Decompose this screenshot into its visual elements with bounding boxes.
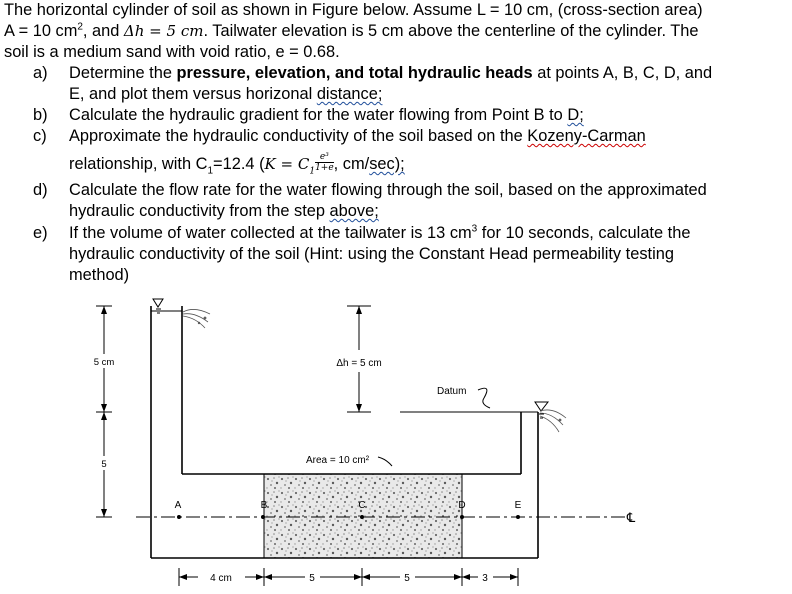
item-c-line2-u: sec); (369, 155, 405, 173)
frac-numerator: e³ (315, 152, 334, 164)
apparatus-walls (150, 306, 539, 559)
item-e-sup: 3 (471, 223, 478, 235)
overflow-spray-icon (182, 309, 211, 329)
item-c-line-1: Approximate the hydraulic conductivity o… (69, 126, 646, 147)
datum-leader (477, 387, 491, 409)
bottom-arrows (179, 574, 518, 580)
item-b-line-1: Calculate the hydraulic gradient for the… (69, 105, 584, 126)
item-e-line-3: method) (69, 266, 130, 284)
intro-line-3: soil is a medium sand with void ratio, e… (4, 43, 340, 61)
item-c-c1-sub: 1 (207, 165, 214, 177)
delta-h-formula: Δh = 5 cm (123, 22, 204, 40)
point-e-label: E (515, 500, 522, 511)
label-area: Area = 10 cm² (306, 455, 370, 466)
item-e-line-2: hydraulic conductivity of the soil (Hint… (69, 245, 674, 263)
item-a-post: at points A, B, C, D, and (532, 64, 713, 82)
left-dimension (96, 305, 112, 518)
point-b-label: B (261, 500, 268, 511)
item-a-marker: a) (33, 64, 48, 82)
area-sup: 2 (77, 21, 83, 33)
item-b-u: D; (567, 106, 584, 124)
item-b-pre: Calculate the hydraulic gradient for the… (69, 106, 568, 124)
soil-sample (263, 473, 463, 559)
point-c-label: C (358, 500, 365, 511)
item-c-line2-pre: relationship, with C (69, 155, 208, 173)
intro-line-2: A = 10 cm2, and Δh = 5 cm. Tailwater ele… (4, 21, 699, 42)
label-5a: 5 (309, 573, 315, 584)
frac-denominator: 1+e (315, 163, 334, 174)
item-e-line-1: If the volume of water collected at the … (69, 223, 690, 244)
and-text: , and (82, 22, 124, 40)
label-datum: Datum (437, 386, 466, 397)
intro-line-1: The horizontal cylinder of soil as shown… (4, 1, 703, 19)
item-a-line2-pre: E, and plot them versus horizonal (69, 85, 317, 103)
label-5b: 5 (404, 573, 410, 584)
item-d-marker: d) (33, 181, 48, 199)
item-a-line-1: Determine the pressure, elevation, and t… (69, 63, 712, 84)
item-d-line-1: Calculate the flow rate for the water fl… (69, 181, 707, 199)
label-3: 3 (482, 573, 488, 584)
item-a-line2-u: distance; (316, 85, 383, 103)
item-b-marker: b) (33, 106, 48, 124)
item-a-line-2: E, and plot them versus horizonal distan… (69, 84, 382, 105)
item-c-formula-k: K = C (264, 155, 310, 173)
item-c-formula-sub: 1 (309, 166, 316, 177)
item-c-u: Kozeny-Carman (527, 127, 646, 145)
label-5-left: 5 (101, 459, 106, 470)
item-a-pre: Determine the (69, 64, 177, 82)
item-c-marker: c) (33, 127, 47, 145)
item-e-line1-post: for 10 seconds, calculate the (477, 224, 691, 242)
label-delta-h: Δh = 5 cm (336, 358, 381, 369)
label-4cm: 4 cm (210, 573, 232, 584)
item-e-marker: e) (33, 224, 48, 242)
points (177, 515, 520, 519)
point-a-label: A (175, 500, 182, 511)
item-d-line2-pre: hydraulic conductivity from the step (69, 202, 330, 220)
item-a-bold: pressure, elevation, and total hydraulic… (176, 64, 533, 82)
tailwater-text: . Tailwater elevation is 5 cm above the … (203, 22, 699, 40)
centerline-symbol: ℄ (626, 510, 636, 525)
area-leader (377, 456, 393, 467)
delta-h-dimension (347, 305, 371, 413)
headwater-triangle-icon (152, 298, 164, 308)
item-c-pre: Approximate the hydraulic conductivity o… (69, 127, 528, 145)
area-text: A = 10 cm (4, 22, 78, 40)
item-c-line2-mid: =12.4 ( (213, 155, 265, 173)
item-d-line2-u: above; (329, 202, 379, 220)
item-e-line1-pre: If the volume of water collected at the … (69, 224, 472, 242)
bottom-dimension (178, 568, 519, 586)
tailwater-spray-icon (539, 409, 567, 433)
point-d-label: D (458, 500, 465, 511)
tailwater-triangle-icon (534, 401, 550, 412)
item-d-line-2: hydraulic conductivity from the step abo… (69, 201, 379, 222)
item-c-line2-post: , cm/ (333, 155, 370, 173)
label-5cm-left: 5 cm (94, 357, 115, 368)
